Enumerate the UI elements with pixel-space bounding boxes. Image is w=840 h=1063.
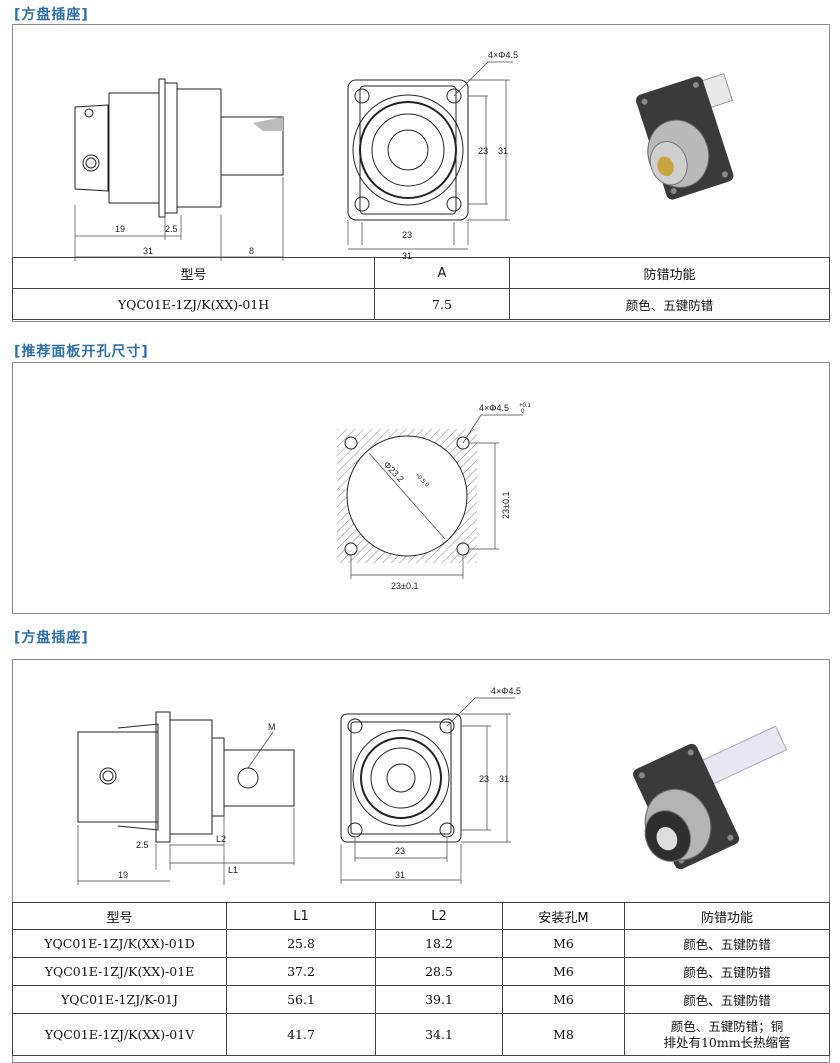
- dim2-w31: 31: [395, 870, 405, 880]
- cutout-holes: 4×Φ4.5: [479, 403, 509, 413]
- col-header-mount-hole: 安装孔M: [502, 902, 625, 930]
- dim2-19: 19: [118, 870, 128, 880]
- dim2-h31: 31: [499, 774, 509, 784]
- dim-19: 19: [115, 224, 125, 234]
- connector-photo-2: [633, 725, 788, 870]
- connector-photo-1: [636, 73, 734, 200]
- col-header-l1: L1: [226, 902, 376, 930]
- front-view-drawing-2: 4×Φ4.5 23 31 23 31: [340, 686, 521, 884]
- dim-l2: L2: [216, 834, 226, 844]
- dim-m: M: [268, 722, 276, 732]
- col-header-a: A: [374, 257, 510, 289]
- svg-text:31: 31: [402, 251, 412, 261]
- table-row: YQC01E-1ZJ/K-01J 56.1 39.1 M6 颜色、五键防错: [12, 985, 830, 1014]
- front-view-drawing-1: 4×Φ4.5 23 31 23: [347, 50, 518, 245]
- dim-h31: 31: [498, 146, 508, 156]
- col-header-l2: L2: [375, 902, 503, 930]
- side-view-drawing-2: M 2.5 L2 L1 19: [77, 711, 295, 885]
- dim2-w23: 23: [395, 846, 405, 856]
- cutout-holes-tol: +0.1: [519, 403, 532, 409]
- col-header-fool-proof: 防错功能: [624, 902, 830, 930]
- table-row: YQC01E-1ZJ/K(XX)-01H 7.5 颜色、五键防错: [12, 288, 830, 320]
- cutout-v: 23±0.1: [501, 492, 511, 519]
- panel-cutout-drawing: 4×Φ4.5 +0.1 0 Φ23.2 +0.5 0 23±0.1 23±0.1: [337, 403, 532, 591]
- spec-table-1: 型号 A 防错功能 YQC01E-1ZJ/K(XX)-01H 7.5 颜色、五键…: [12, 257, 830, 320]
- dim-w23: 23: [402, 230, 412, 240]
- front-view-dim-31: 31: [348, 248, 468, 261]
- section-title-2: [推荐面板开孔尺寸]: [14, 344, 149, 360]
- dim-8: 8: [249, 246, 254, 256]
- cutout-h: 23±0.1: [391, 581, 418, 591]
- col-header-model: 型号: [12, 257, 375, 289]
- section-title-3: [方盘插座]: [14, 630, 89, 646]
- table-row: YQC01E-1ZJ/K(XX)-01E 37.2 28.5 M6 颜色、五键防…: [12, 957, 830, 986]
- col-header-fool-proof: 防错功能: [509, 257, 830, 289]
- side-view-drawing-1: 19 2.5 31 8: [74, 78, 284, 261]
- product-panel-1: 19 2.5 31 8 4×Φ4.5 23 31 23: [12, 24, 830, 322]
- dim-holes: 4×Φ4.5: [488, 50, 518, 60]
- table-row: YQC01E-1ZJ/K(XX)-01V 41.7 34.1 M8 颜色、五键防…: [12, 1013, 830, 1056]
- spec-table-2: 型号 L1 L2 安装孔M 防错功能 YQC01E-1ZJ/K(XX)-01D …: [12, 902, 830, 1056]
- dim2-holes: 4×Φ4.5: [491, 686, 521, 696]
- product-panel-2: M 2.5 L2 L1 19 4×Φ4.5 23 3: [12, 659, 830, 1063]
- section-title-1: [方盘插座]: [14, 7, 89, 23]
- svg-text:0: 0: [521, 409, 525, 415]
- dim-2-5: 2.5: [165, 224, 178, 234]
- dim-31: 31: [143, 246, 153, 256]
- dim-h23: 23: [478, 146, 488, 156]
- dim2-2-5: 2.5: [136, 840, 149, 850]
- cutout-panel: 4×Φ4.5 +0.1 0 Φ23.2 +0.5 0 23±0.1 23±0.1: [12, 362, 830, 614]
- col-header-model: 型号: [12, 902, 227, 930]
- dim-l1: L1: [228, 865, 238, 875]
- table-row: YQC01E-1ZJ/K(XX)-01D 25.8 18.2 M6 颜色、五键防…: [12, 929, 830, 958]
- dim2-h23: 23: [479, 774, 489, 784]
